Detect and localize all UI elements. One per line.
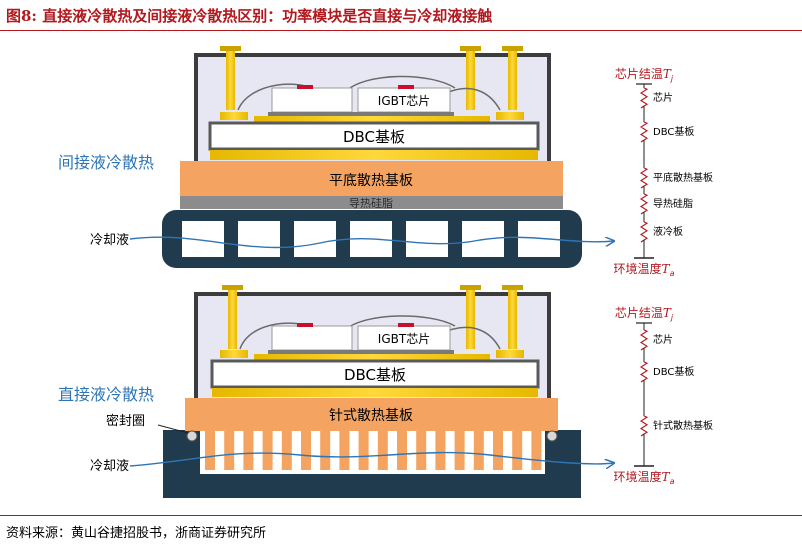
- thermal-resistor-label: 芯片: [653, 333, 673, 346]
- direct-coolant-label: 冷却液: [90, 459, 129, 474]
- indirect-tim-label: 导热硅脂: [349, 196, 393, 210]
- direct-terminal: [228, 287, 237, 349]
- pin-fin: [435, 430, 446, 470]
- pin-fin: [454, 430, 465, 470]
- indirect-bottom-copper: [210, 150, 538, 160]
- indirect-thermal-grease: [180, 196, 563, 209]
- indirect-terminal: [508, 48, 517, 110]
- pin-fin: [243, 430, 254, 470]
- direct-top-copper: [254, 354, 490, 362]
- pin-fin: [320, 430, 331, 470]
- thermal-bottom-label: 环境温度Ta: [614, 469, 675, 486]
- thermal-top-label: 芯片结温Tj: [615, 67, 674, 83]
- thermal-resistor: [639, 415, 649, 437]
- pin-fin: [339, 430, 350, 470]
- source-rule: [0, 515, 802, 516]
- thermal-resistor-label: 液冷板: [653, 225, 683, 238]
- thermal-resistor: [639, 193, 649, 215]
- thermal-top-label: 芯片结温Tj: [615, 306, 674, 322]
- direct-igbt-chip: [357, 325, 451, 351]
- thermal-resistor-label: 针式散热基板: [653, 419, 713, 432]
- thermal-resistor-label: DBC基板: [653, 125, 694, 138]
- pin-fin: [512, 430, 523, 470]
- source-note: 资料来源：黄山谷捷招股书，浙商证券研究所: [6, 526, 267, 541]
- thermal-bottom-label: 环境温度Ta: [614, 261, 675, 278]
- indirect-terminal: [466, 48, 475, 110]
- direct-seal-ring: [546, 430, 558, 442]
- thermal-resistor: [639, 87, 649, 109]
- thermal-resistor-label: 平底散热基板: [653, 171, 713, 184]
- pin-fin: [358, 430, 369, 470]
- indirect-terminal: [226, 48, 235, 110]
- direct-baseplate-label: 针式散热基板: [329, 407, 413, 424]
- direct-igbt-label: IGBT芯片: [378, 332, 430, 346]
- direct-chip: [271, 325, 353, 351]
- indirect-coolant-channel: [406, 221, 448, 257]
- thermal-resistor: [639, 221, 649, 243]
- thermal-resistor-label: DBC基板: [653, 365, 694, 378]
- direct-cooling-module: IGBT芯片 DBC基板 针式散热基板 直接液冷散热 密封圈 冷却液: [58, 285, 614, 498]
- direct-bond-wire: [344, 315, 456, 331]
- indirect-dbc-substrate: [208, 121, 540, 151]
- indirect-chip: [271, 87, 353, 113]
- direct-terminal: [466, 287, 475, 349]
- indirect-dbc-label: DBC基板: [343, 128, 405, 146]
- pin-fin: [224, 430, 235, 470]
- indirect-cooling-module: IGBT芯片 DBC基板 平底散热基板 导热硅脂 间接液冷散热 冷却液: [58, 46, 614, 268]
- indirect-coolant-channel: [294, 221, 336, 257]
- thermal-resistor: [639, 167, 649, 189]
- pin-fin: [416, 430, 427, 470]
- indirect-coolant-channel: [238, 221, 280, 257]
- pin-fin: [262, 430, 273, 470]
- indirect-coolant-label: 冷却液: [90, 233, 129, 248]
- direct-pinfin-baseplate: [185, 398, 558, 431]
- direct-top-copper: [496, 350, 524, 358]
- indirect-baseplate: [180, 161, 563, 196]
- pin-fin: [205, 430, 215, 470]
- pin-fin: [301, 430, 311, 470]
- direct-seal-label: 密封圈: [106, 413, 145, 429]
- direct-terminal: [508, 287, 517, 349]
- direct-dbc-substrate: [210, 359, 540, 389]
- thermal-resistor: [639, 121, 649, 143]
- title-rule: [0, 30, 802, 31]
- direct-top-copper: [220, 350, 248, 358]
- indirect-igbt-label: IGBT芯片: [378, 94, 430, 108]
- pin-fin: [531, 430, 542, 470]
- indirect-baseplate-label: 平底散热基板: [329, 172, 413, 189]
- direct-dbc-label: DBC基板: [344, 366, 406, 384]
- direct-bottom-copper: [212, 388, 538, 397]
- indirect-top-copper: [220, 112, 248, 120]
- pin-fin: [281, 430, 292, 470]
- pin-fin: [493, 430, 503, 470]
- direct-seal-ring: [186, 430, 198, 442]
- pin-fin: [377, 430, 388, 470]
- thermal-resistor: [639, 329, 649, 351]
- direct-pin-fins: [205, 430, 542, 470]
- thermal-resistor: [639, 361, 649, 383]
- indirect-top-copper: [254, 116, 490, 124]
- figure-title: 图8: 直接液冷散热及间接液冷散热区别：功率模块是否直接与冷却液接触: [6, 7, 493, 25]
- direct-label: 直接液冷散热: [58, 385, 154, 404]
- indirect-coolant-flow-arrow: [129, 237, 614, 249]
- indirect-label: 间接液冷散热: [58, 153, 154, 172]
- thermal-resistor-label: 导热硅脂: [653, 197, 693, 210]
- direct-coolant-flow-arrow: [129, 451, 614, 466]
- pin-fin: [473, 430, 484, 470]
- indirect-bond-wire: [344, 75, 456, 93]
- thermal-resistor-label: 芯片: [653, 91, 673, 104]
- direct-coolant-cavity: [200, 430, 545, 474]
- pin-fin: [397, 430, 407, 470]
- indirect-top-copper: [496, 112, 524, 120]
